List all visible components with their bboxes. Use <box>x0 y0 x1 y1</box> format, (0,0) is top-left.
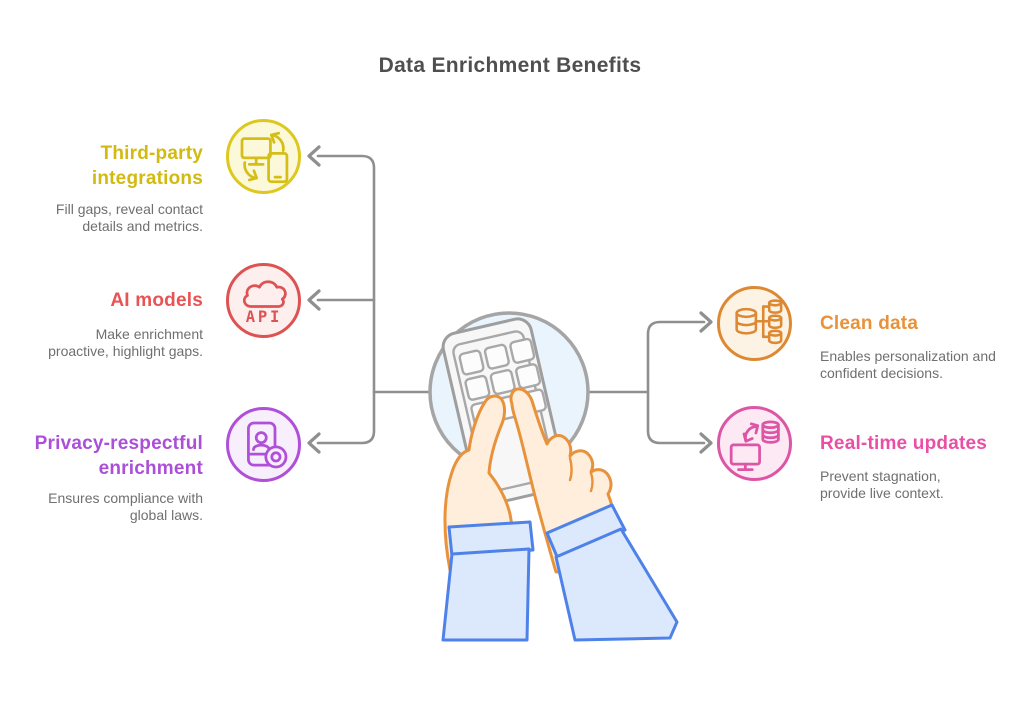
arrow-left-middle-icon <box>307 289 321 311</box>
right-sleeve-cuff <box>545 503 627 561</box>
api-cloud-icon: API <box>242 279 287 326</box>
node-circle-privacy-enrichment <box>226 407 301 482</box>
node-label-real-time-updates: Real-time updates <box>820 433 988 454</box>
node-desc-privacy-enrichment: Ensures compliance with global laws. <box>48 490 203 523</box>
arrow-right-top-icon <box>699 311 713 333</box>
connector-lines <box>307 145 713 454</box>
api-icon-label: API <box>245 308 281 326</box>
database-branch-icon <box>734 298 782 344</box>
left-sleeve-cuff <box>447 520 535 558</box>
node-circle-third-party-integrations <box>226 119 301 194</box>
node-circle-clean-data <box>717 286 792 361</box>
page-title: Data Enrichment Benefits <box>378 54 642 77</box>
sleeves-illustration <box>441 503 679 642</box>
node-desc-real-time-updates: Prevent stagnation, provide live context… <box>820 468 944 501</box>
connector-right-branches <box>646 320 706 445</box>
finger-detail-lines <box>568 456 594 493</box>
node-desc-clean-data: Enables personalization and confident de… <box>820 348 996 381</box>
arrow-left-top-icon <box>307 145 321 167</box>
node-label-clean-data: Clean data <box>820 313 919 334</box>
node-desc-third-party-integrations: Fill gaps, reveal contact details and me… <box>55 201 203 234</box>
node-label-third-party-integrations: Third-party integrations <box>91 143 203 189</box>
node-desc-ai-models: Make enrichment proactive, highlight gap… <box>48 326 203 359</box>
arrow-left-bottom-icon <box>307 432 321 454</box>
node-circle-real-time-updates <box>717 406 792 481</box>
right-sleeve-body <box>554 527 679 642</box>
left-sleeve-body <box>441 547 531 642</box>
node-circle-ai-models: API <box>226 263 301 338</box>
device-sync-icon <box>240 131 288 183</box>
sync-database-icon <box>729 419 780 471</box>
node-label-privacy-enrichment: Privacy-respectful enrichment <box>34 433 203 479</box>
id-badge-icon <box>246 421 287 468</box>
arrow-right-bottom-icon <box>699 432 713 454</box>
node-label-ai-models: AI models <box>110 290 203 311</box>
